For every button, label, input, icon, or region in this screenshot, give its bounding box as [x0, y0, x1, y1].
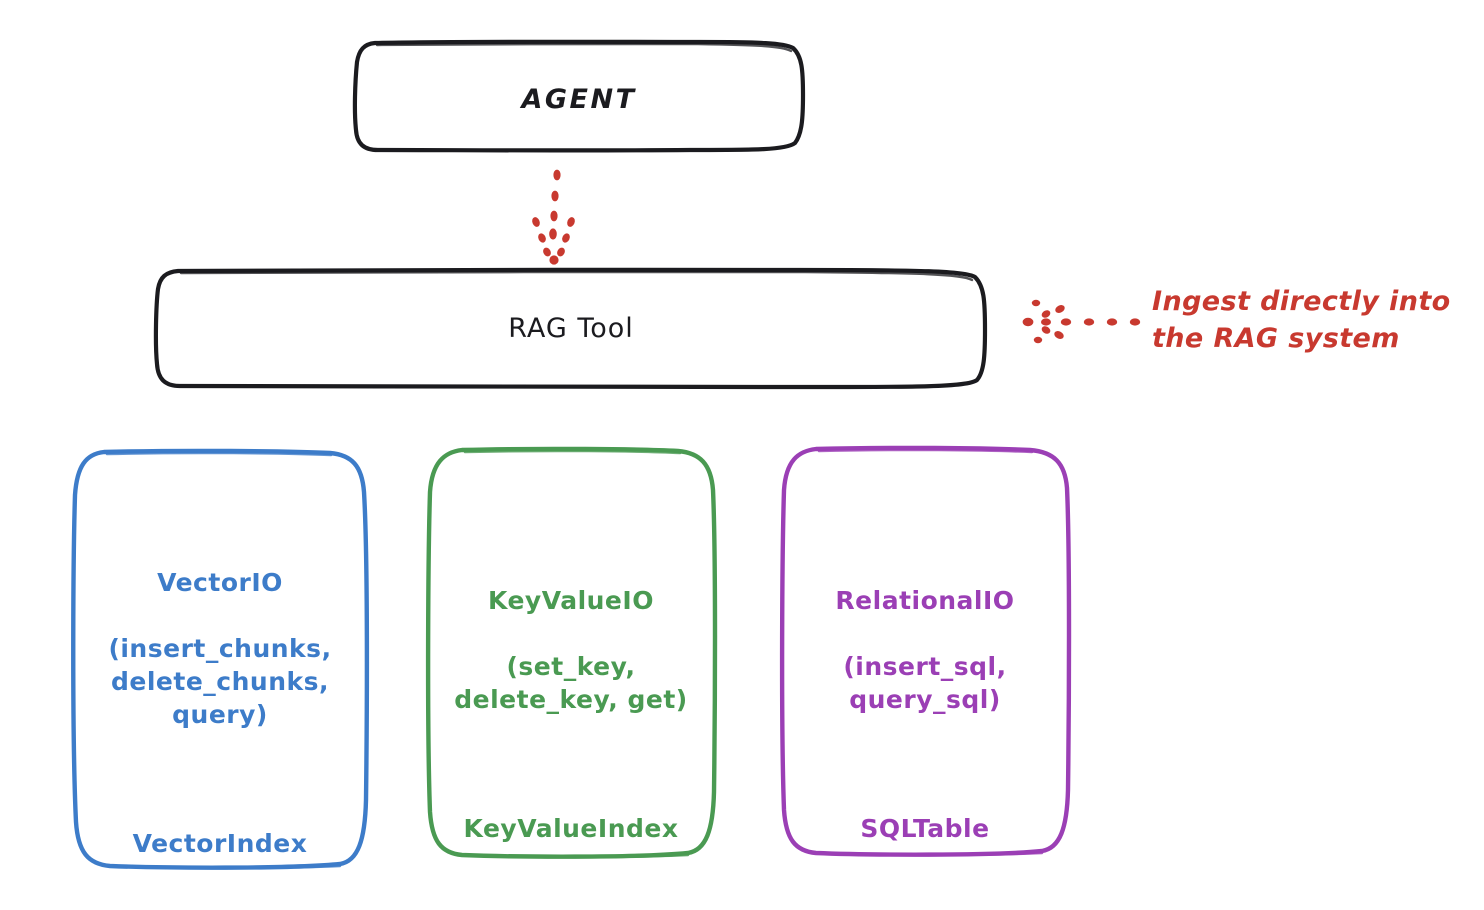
relational-io-box[interactable]	[779, 445, 1072, 857]
agent-box[interactable]	[352, 39, 806, 153]
dotted-arrow-left-icon	[1022, 299, 1141, 344]
key-value-io-box[interactable]	[425, 446, 718, 859]
dotted-arrow-down-icon	[532, 169, 575, 265]
vector-io-box[interactable]	[71, 448, 370, 870]
ingest-annotation: Ingest directly into the RAG system	[1152, 286, 1451, 355]
rag-tool-box[interactable]	[153, 267, 988, 390]
